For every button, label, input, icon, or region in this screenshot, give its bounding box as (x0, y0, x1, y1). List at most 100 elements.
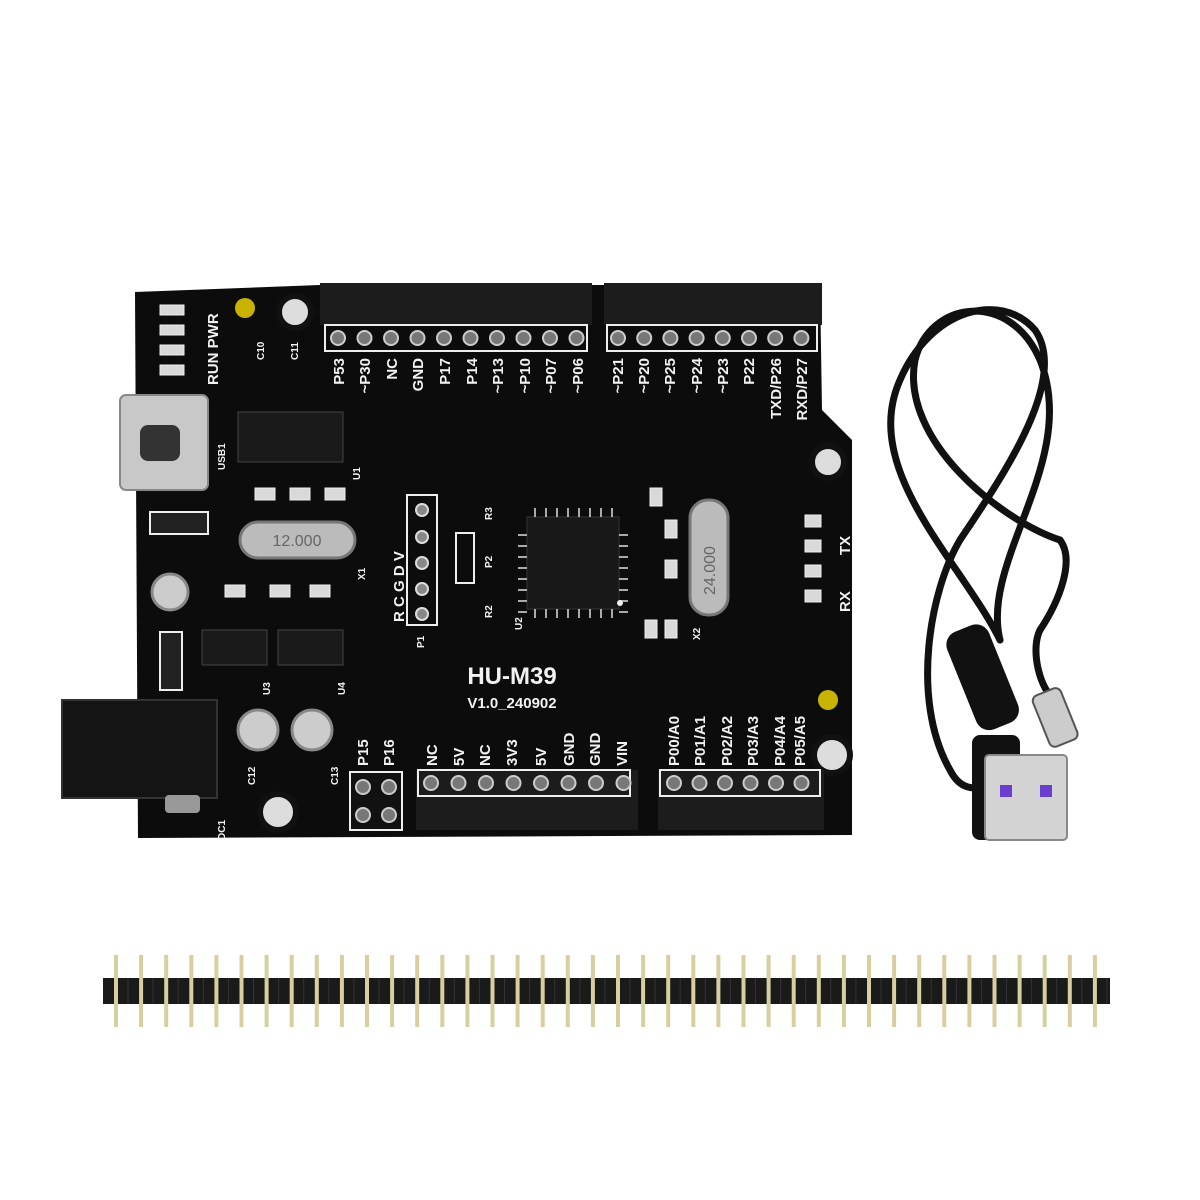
usb-chip-u1 (237, 411, 344, 463)
header-pin-hole (793, 330, 810, 346)
pin-label: P17 (437, 358, 454, 385)
silk-x1: X1 (357, 567, 368, 580)
board-model: HU-M39 (467, 663, 556, 690)
usb-a-plug (984, 754, 1068, 841)
header-pin (289, 955, 294, 1027)
bottom-header-labels: P15 P16 NC 5V NC 3V3 5V GND GND VIN P00/… (355, 715, 809, 766)
header-pin (716, 955, 721, 1027)
header-pin (490, 955, 495, 1027)
silk-p2: P2 (484, 555, 495, 568)
header-pin-hole (478, 775, 494, 791)
icsp-header[interactable] (406, 494, 438, 626)
header-pin (590, 955, 595, 1027)
pin-label: P04/A4 (772, 715, 789, 766)
header-pin (214, 955, 219, 1027)
pin-label: P15 (355, 739, 372, 766)
header-pin-hole (636, 330, 653, 346)
header-pin-hole (717, 775, 733, 791)
pin-label: NC (384, 358, 401, 380)
silk-p1: P1 (416, 635, 427, 648)
pin-label: ~P25 (662, 358, 679, 393)
capacitor (150, 572, 190, 612)
header-pin-hole (688, 330, 705, 346)
header-pin (666, 955, 671, 1027)
header-pin-hole (691, 775, 708, 791)
pin-header-strip (103, 955, 1110, 1027)
top-left-header-labels: P53 ~P30 NC GND P17 P14 ~P13 ~P10 ~P07 ~… (331, 357, 587, 393)
header-top-left[interactable] (320, 283, 592, 325)
silk-c10: C10 (256, 341, 267, 360)
header-pin (1067, 955, 1072, 1027)
silk-x2: X2 (692, 627, 703, 640)
header-pin-hole (662, 330, 679, 346)
top-right-header-labels: ~P21 ~P20 ~P25 ~P24 ~P23 P22 TXD/P26 RXD… (610, 357, 811, 420)
header-pin-hole (330, 330, 346, 346)
regulator-u4 (277, 629, 344, 666)
header-pin (791, 955, 796, 1027)
silk-u4: U4 (337, 682, 348, 695)
header-pin (1017, 955, 1022, 1027)
silk-r2: R2 (484, 605, 495, 618)
header-power[interactable] (416, 770, 638, 830)
header-pin (540, 955, 545, 1027)
header-pin-hole (742, 775, 759, 791)
pin-label: RXD/P27 (794, 358, 811, 421)
header-pin-hole (505, 775, 522, 791)
header-pin (164, 955, 169, 1027)
header-pin (741, 955, 746, 1027)
gold-pad (818, 690, 838, 710)
header-pin-hole (741, 330, 757, 346)
dc-power-jack[interactable] (61, 699, 218, 799)
header-pin (515, 955, 520, 1027)
pin-label: GND (561, 733, 578, 767)
header-pin (841, 955, 846, 1027)
header-pin (892, 955, 897, 1027)
header-pin-hole (666, 775, 682, 791)
silk-u3: U3 (262, 682, 273, 695)
silk-u2: U2 (514, 617, 525, 630)
board-version: V1.0_240902 (467, 695, 556, 712)
silk-usb: USB1 (217, 443, 228, 470)
header-top-right[interactable] (604, 283, 822, 325)
header-pin (766, 955, 771, 1027)
pin-label: P03/A3 (745, 716, 762, 766)
pin-label: P16 (381, 739, 398, 766)
header-bottom-small[interactable] (349, 771, 403, 831)
header-pin-hole (381, 779, 397, 795)
header-pin-hole (356, 330, 373, 346)
header-pin-hole (355, 779, 371, 795)
crystal-x2 (688, 498, 730, 617)
pin-label: ~P23 (715, 358, 732, 393)
pin-label: P14 (464, 357, 481, 384)
header-pin (365, 955, 369, 1027)
header-pin-hole (409, 330, 426, 346)
header-pin-hole (450, 775, 467, 791)
header-pin (917, 955, 922, 1027)
header-pin (816, 955, 821, 1027)
header-pin (239, 955, 244, 1027)
silk-r3: R3 (484, 507, 495, 520)
pin-header-plastic (103, 978, 1110, 1004)
silk-tx: TX (837, 536, 854, 555)
header-pin (942, 955, 947, 1027)
header-pin (565, 955, 570, 1027)
pin-label: ~P24 (689, 357, 706, 393)
header-pin (189, 955, 194, 1027)
header-pin (440, 955, 445, 1027)
silk-dc: DC1 (217, 820, 228, 840)
crystal-x1-label: 12.000 (273, 533, 322, 550)
header-pin (867, 955, 871, 1027)
header-pin-hole (383, 330, 399, 346)
pin-label: GND (587, 733, 604, 767)
header-pin (114, 955, 118, 1027)
pin-label: P00/A0 (666, 716, 683, 766)
header-pin-hole (462, 330, 479, 346)
header-pin (992, 955, 997, 1027)
pin-label: ~P20 (636, 358, 653, 393)
header-pin (264, 955, 269, 1027)
pin-label: ~P06 (570, 358, 587, 393)
header-pin (139, 955, 144, 1027)
silk-rx: RX (837, 591, 854, 612)
silk-run-pwr: RUN PWR (205, 313, 222, 385)
